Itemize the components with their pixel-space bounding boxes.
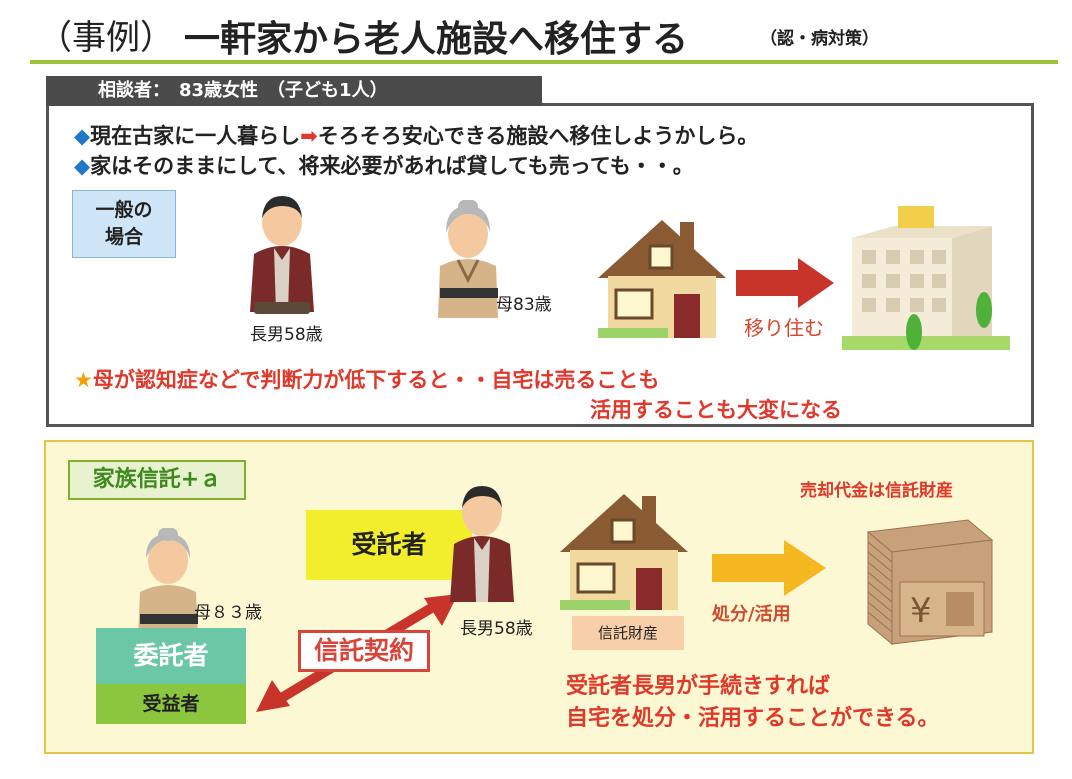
elderly-woman-figure-icon xyxy=(438,200,498,318)
trustee-label: 受託者 xyxy=(306,510,472,580)
bullet-1-text-b: そろそろ安心できる施設へ移住しようかしら。 xyxy=(317,124,759,148)
page-title: 一軒家から老人施設へ移住する xyxy=(184,19,689,60)
diamond-bullet-icon: ◆ xyxy=(74,154,91,178)
bullet-line-1: ◆現在古家に一人暮らし➡そろそろ安心できる施設へ移住しようかしら。 xyxy=(74,120,758,150)
general-case-label: 一般の 場合 xyxy=(72,190,176,258)
bullet-2-text: 家はそのままにして、将来必要があれば貸しても売っても・・。 xyxy=(90,154,694,178)
man-figure-icon xyxy=(450,486,514,602)
general-case-line-1: 一般の xyxy=(95,199,153,221)
star-icon: ★ xyxy=(74,368,93,392)
son-caption-upper: 長男58歳 xyxy=(250,325,323,345)
warning-line-1-text: 母が認知症などで判断力が低下すると・・自宅は売ることも xyxy=(92,368,660,392)
mother-caption-upper: 母83歳 xyxy=(496,295,552,315)
trust-asset-label: 信託財産 xyxy=(572,616,684,650)
right-arrow-icon xyxy=(736,258,834,308)
house-icon xyxy=(560,494,688,610)
money-stack-icon: ¥ xyxy=(866,519,994,646)
facility-building-icon xyxy=(842,206,1010,350)
mother-caption-lower: 母８３歳 xyxy=(194,603,262,623)
sale-proceeds-label: 売却代金は信託財産 xyxy=(800,481,953,501)
case-label: （事例） xyxy=(38,18,174,58)
warning-line-2: 活用することも大変になる xyxy=(590,398,842,422)
beneficiary-label: 受益者 xyxy=(96,684,246,724)
house-icon xyxy=(598,220,726,338)
man-figure-icon xyxy=(250,196,314,314)
conclusion-line-1: 受託者長男が手続きすれば xyxy=(566,674,831,699)
conclusion-line-2: 自宅を処分・活用することができる。 xyxy=(566,706,940,731)
svg-text:¥: ¥ xyxy=(910,591,932,631)
move-label: 移り住む xyxy=(744,316,824,340)
right-arrow-icon: ➡ xyxy=(300,124,318,148)
page-subtitle: （認・病対策） xyxy=(760,29,879,49)
bullet-line-2: ◆家はそのままにして、将来必要があれば貸しても売っても・・。 xyxy=(74,150,694,180)
title-underline xyxy=(30,60,1058,64)
elderly-woman-figure-icon xyxy=(138,528,198,638)
warning-line-1: ★母が認知症などで判断力が低下すると・・自宅は売ることも xyxy=(74,364,659,394)
general-case-line-2: 場合 xyxy=(104,226,143,248)
bullet-1-text-a: 現在古家に一人暮らし xyxy=(90,124,301,148)
family-trust-tag: 家族信託+ａ xyxy=(68,460,246,500)
right-arrow-icon xyxy=(712,540,826,596)
consultant-bar: 相談者： 83歳女性 （子ども1人） xyxy=(46,76,542,106)
trust-contract-label: 信託契約 xyxy=(298,630,430,672)
diamond-bullet-icon: ◆ xyxy=(74,124,91,148)
dispose-label: 処分/活用 xyxy=(712,604,791,625)
settlor-label: 委託者 xyxy=(96,628,246,684)
son-caption-lower: 長男58歳 xyxy=(460,619,533,639)
